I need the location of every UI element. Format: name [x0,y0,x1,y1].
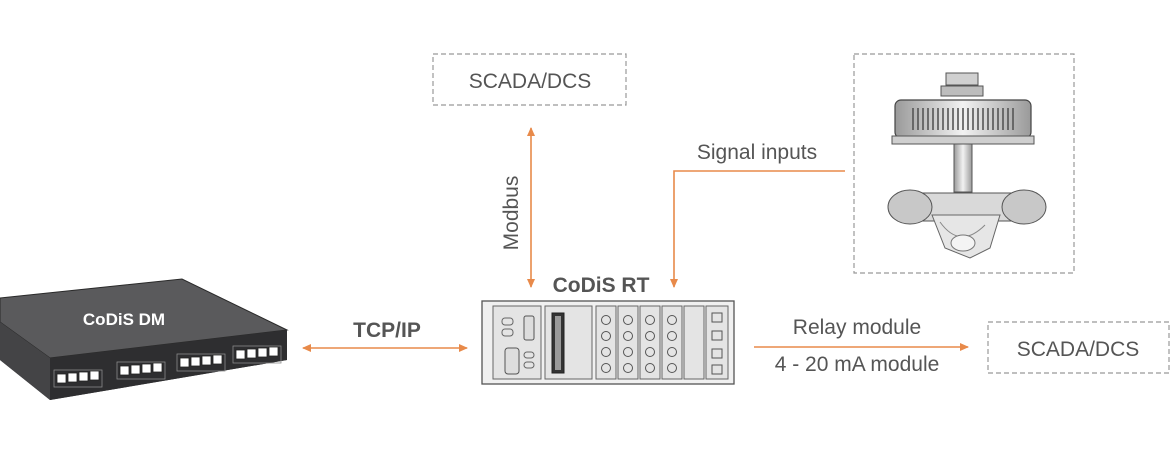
scada-right-box: SCADA/DCS [987,321,1170,374]
codis-rt-device [481,300,735,385]
scada-top-box: SCADA/DCS [432,53,627,106]
scada-right-label: SCADA/DCS [1017,338,1140,361]
turbine-illustration [887,72,1047,259]
signal-inputs-label: Signal inputs [697,141,817,164]
codis-dm-device: CoDiS DM [0,278,289,400]
scada-top-label: SCADA/DCS [469,70,592,93]
analog-module-label: 4 - 20 mA module [775,353,940,376]
codis-rt-label: CoDiS RT [553,274,650,297]
modbus-label: Modbus [500,176,523,251]
signal-inputs-arrow [670,170,845,288]
relay-module-label: Relay module [793,316,921,339]
codis-dm-label: CoDiS DM [83,310,165,329]
turbine-box [853,53,1075,274]
tcpip-label: TCP/IP [353,319,421,342]
